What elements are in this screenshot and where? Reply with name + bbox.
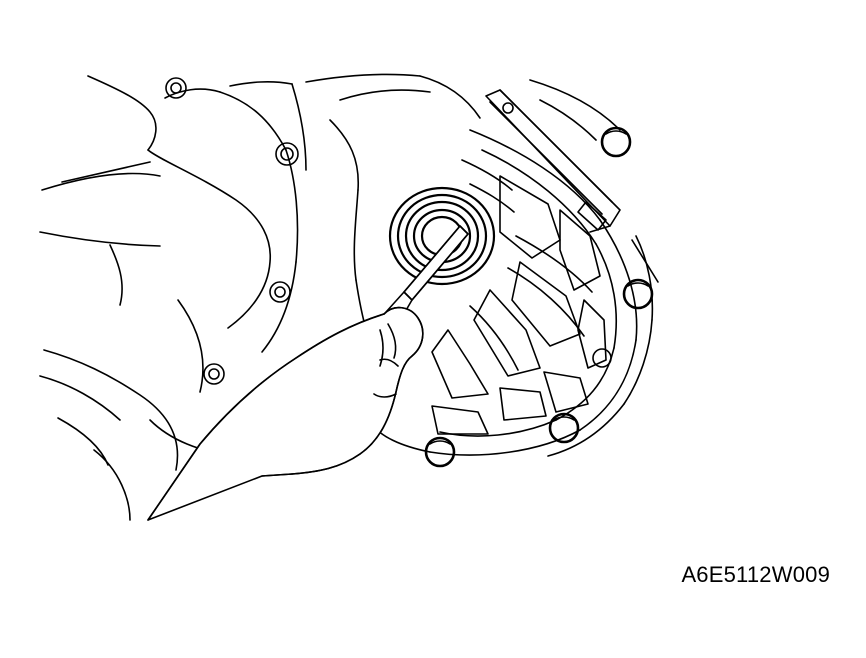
hand [147, 306, 424, 521]
right-flange-bolts [424, 126, 654, 468]
oil-seal [388, 186, 496, 286]
case-ribs [431, 159, 607, 435]
bracket-plate [485, 89, 621, 233]
screwdriver [385, 225, 469, 325]
figure-code: A6E5112W009 [681, 562, 830, 587]
left-flange-bolts [165, 77, 299, 385]
